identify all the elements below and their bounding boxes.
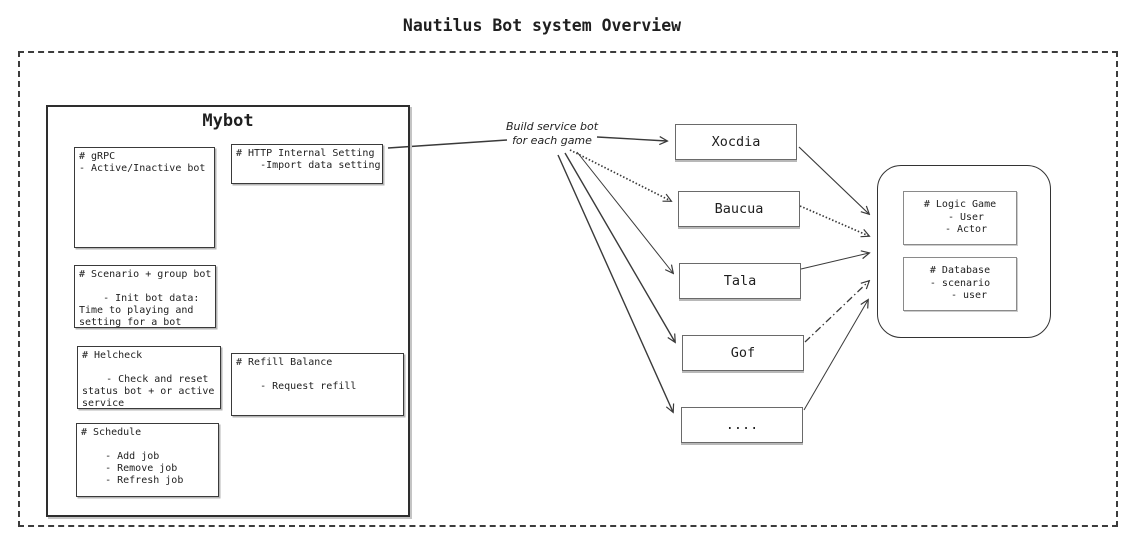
page-title: Nautilus Bot system Overview [402,16,682,35]
game-service-container: # Logic Game - User - Actor # Database -… [877,165,1051,338]
logic-game-box: # Logic Game - User - Actor [903,191,1017,245]
system-boundary [18,51,1118,527]
game-box-baucua: Baucua [678,191,800,227]
game-box-tala: Tala [679,263,801,299]
module-grpc-box: # gRPC - Active/Inactive bot [74,147,215,248]
database-box: # Database - scenario - user [903,257,1017,311]
game-box-xocdia: Xocdia [675,124,797,160]
edge-mybot-to-label [387,139,508,149]
module-scenario-group-bot-box: # Scenario + group bot - Init bot data: … [74,265,216,328]
game-box-others: .... [681,407,803,443]
module-refill-balance-box: # Refill Balance - Request refill [231,353,404,416]
edge-label-to-tala [576,151,673,273]
edge-label-to-dots [557,154,673,412]
edge-gof-to-service [804,281,869,343]
edge-label-to-baucua [569,149,671,201]
build-service-bot-label: Build service bot for each game [505,120,599,147]
edge-dots-to-service [803,300,868,411]
edge-tala-to-service [800,253,869,270]
edge-baucua-to-service [799,205,869,236]
mybot-container: Mybot # gRPC - Active/Inactive bot # HTT… [46,105,410,517]
edge-xocdia-to-service [798,146,869,214]
module-schedule-box: # Schedule - Add job - Remove job - Refr… [76,423,219,497]
mybot-title: Mybot [202,111,254,131]
module-http-internal-setting-box: # HTTP Internal Setting -Import data set… [231,144,383,184]
module-helcheck-box: # Helcheck - Check and reset status bot … [77,346,221,409]
game-box-gof: Gof [682,335,804,371]
edge-label-to-gof [564,152,675,342]
edge-label-to-xocdia [596,137,667,141]
